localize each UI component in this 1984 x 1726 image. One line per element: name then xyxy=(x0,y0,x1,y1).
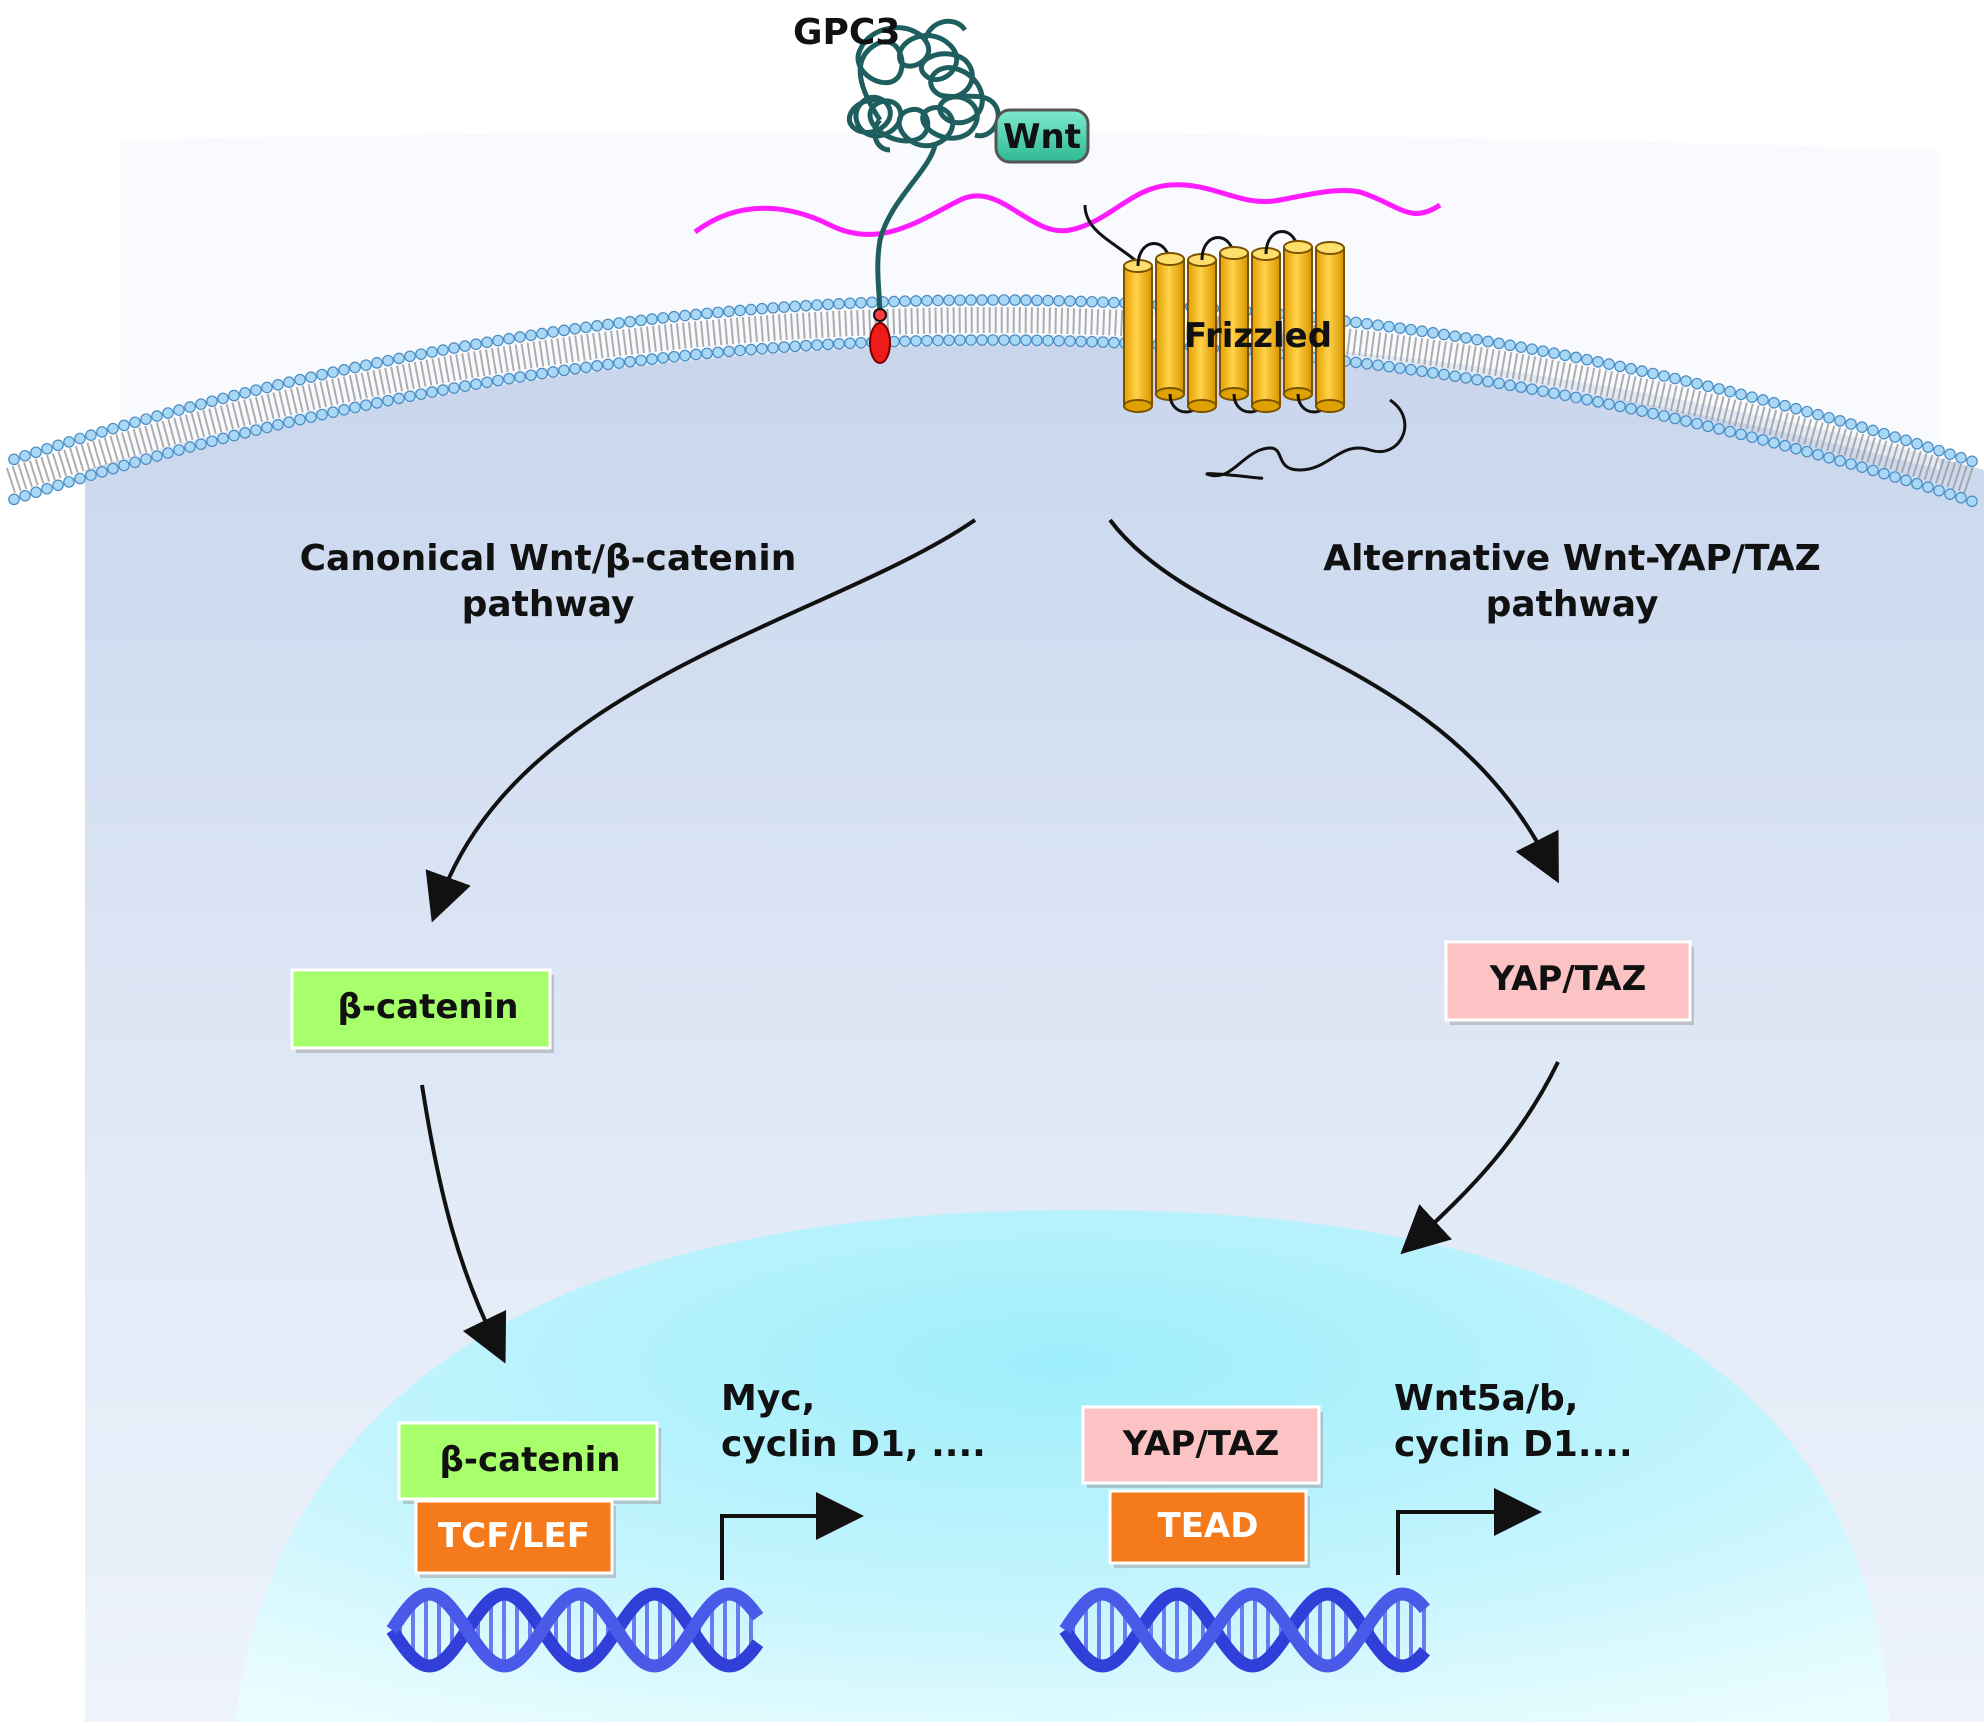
yap-taz-cytoplasm-box: YAP/TAZ xyxy=(1444,940,1694,1025)
alternative-target-genes-line1: Wnt5a/b, xyxy=(1394,1378,1578,1419)
plasma-membrane xyxy=(5,294,1978,508)
gpc3-anchor-head xyxy=(873,308,887,322)
arrow-to-beta-catenin xyxy=(425,518,977,923)
canonical-target-genes-line2: cyclin D1, .... xyxy=(721,1424,986,1465)
arrow-yap-taz-to-nucleus xyxy=(1400,1061,1560,1255)
frizzled-receptor: Frizzled xyxy=(1083,204,1407,480)
beta-catenin-nuclear-box: β-catenin xyxy=(397,1421,661,1504)
yap-taz-nuclear-label: YAP/TAZ xyxy=(1122,1424,1280,1464)
transcription-start-arrow-left xyxy=(720,1492,864,1580)
canonical-pathway-title: Canonical Wnt/β-catenin xyxy=(300,538,797,579)
beta-catenin-cytoplasm-label: β-catenin xyxy=(338,987,519,1027)
gpc3-gpi-anchor xyxy=(869,322,891,364)
alternative-target-genes-line2: cyclin D1.... xyxy=(1394,1424,1633,1465)
canonical-pathway-title-line2: pathway xyxy=(462,584,635,625)
wnt-ligand: Wnt xyxy=(994,108,1090,164)
wnt-box xyxy=(994,108,1090,164)
tcf-lef-label: TCF/LEF xyxy=(438,1516,590,1556)
arrow-to-yap-taz xyxy=(1108,518,1559,884)
transcription-start-arrow-right xyxy=(1396,1488,1542,1575)
heparan-sulfate-chain xyxy=(693,182,1442,237)
yap-taz-nuclear-box: YAP/TAZ xyxy=(1081,1405,1323,1488)
wnt-label: Wnt xyxy=(1003,117,1081,157)
arrow-beta-catenin-to-nucleus xyxy=(420,1084,507,1364)
canonical-target-genes-line1: Myc, xyxy=(721,1378,815,1419)
frizzled-c-terminus xyxy=(1205,398,1407,480)
dna-helix-left xyxy=(386,1587,764,1673)
gpc3-proteoglycan xyxy=(846,18,1001,364)
tcf-lef-box: TCF/LEF xyxy=(414,1499,616,1578)
alternative-pathway-title-line2: pathway xyxy=(1486,584,1659,625)
gpc3-globular-domain xyxy=(846,18,1001,153)
alternative-pathway-title: Alternative Wnt-YAP/TAZ xyxy=(1323,538,1820,579)
frizzled-n-terminus xyxy=(1083,204,1136,262)
yap-taz-cytoplasm-label: YAP/TAZ xyxy=(1489,959,1647,999)
tead-box: TEAD xyxy=(1108,1489,1310,1568)
gpc3-stalk xyxy=(875,144,938,321)
gpc3-label: GPC3 xyxy=(793,12,900,53)
frizzled-label: Frizzled xyxy=(1184,316,1332,356)
beta-catenin-nuclear-label: β-catenin xyxy=(440,1440,621,1480)
beta-catenin-cytoplasm-box: β-catenin xyxy=(290,968,554,1053)
tead-label: TEAD xyxy=(1158,1506,1259,1546)
dna-helix-right xyxy=(1059,1587,1430,1673)
